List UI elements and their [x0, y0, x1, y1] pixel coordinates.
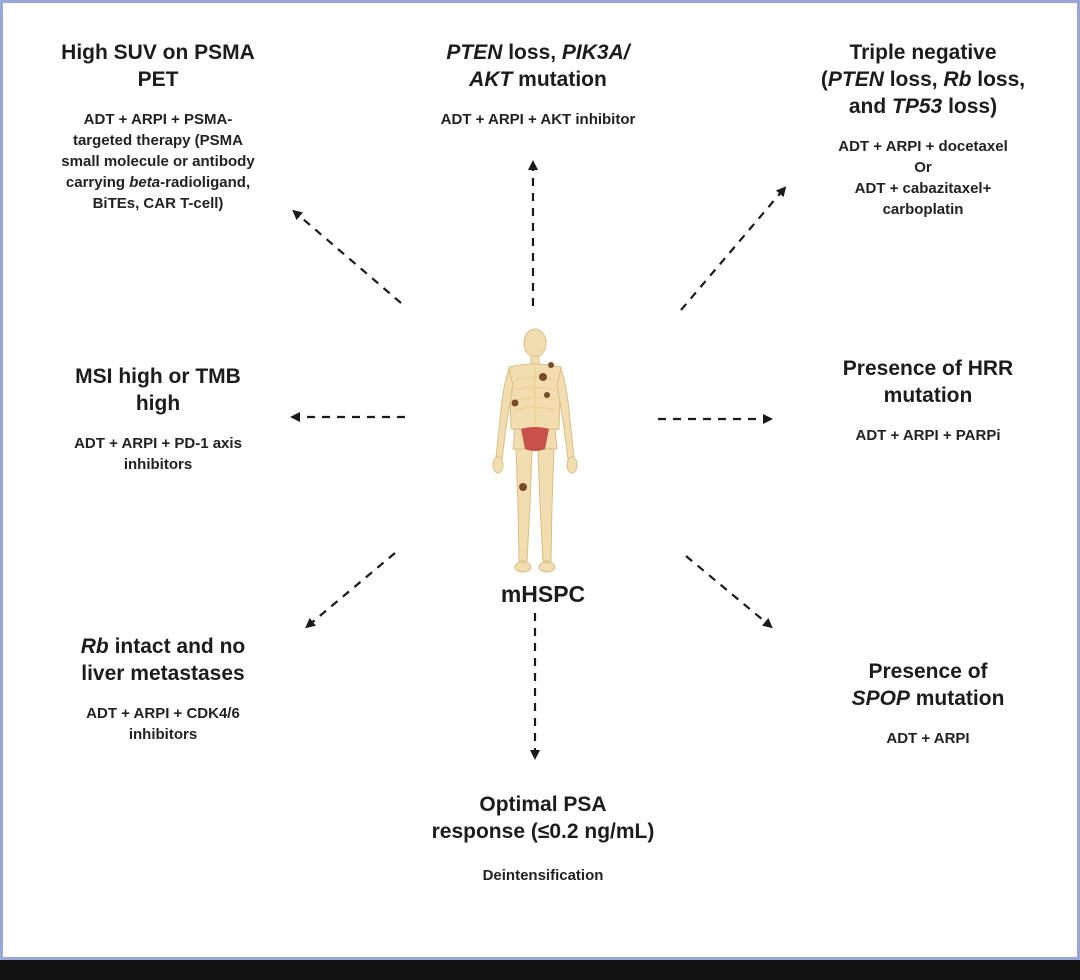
node-triple-t2d: Rb [943, 68, 972, 91]
node-msi-treatment: ADT + ARPI + PD-1 axis inhibitors [23, 433, 293, 475]
node-msi-treatment-line1: ADT + ARPI + PD-1 axis [74, 435, 242, 452]
node-triple-title-line1: Triple negative [849, 41, 997, 64]
node-rb-title-a: Rb [80, 635, 109, 658]
node-msi-treatment-line2: inhibitors [123, 456, 193, 473]
node-triple-treatment-line4: carboplatin [882, 201, 964, 218]
node-triple-treatment-line2: Or [914, 159, 932, 176]
node-spop-title-a: SPOP [851, 687, 910, 710]
node-psa-treatment: Deintensification [482, 867, 604, 884]
node-psma-title-line2: PET [137, 68, 179, 91]
node-msi: MSI high or TMB high ADT + ARPI + PD-1 a… [23, 363, 293, 475]
node-rb-treatment: ADT + ARPI + CDK4/6 inhibitors [33, 703, 293, 745]
node-msi-title-line1: MSI high or TMB [75, 365, 241, 388]
node-psma-treatment: ADT + ARPI + PSMA- targeted therapy (PSM… [23, 109, 293, 214]
node-hrr-title: Presence of HRR mutation [788, 355, 1068, 409]
node-pten-treatment: ADT + ARPI + AKT inhibitor [440, 111, 636, 128]
node-triple-t2c: loss, [883, 68, 944, 91]
node-psa-title-line1: Optimal PSA [479, 793, 607, 816]
node-msi-title-line2: high [135, 392, 181, 415]
node-psma-title-line1: High SUV on PSMA [61, 41, 255, 64]
diagram-frame: mHSPC High SUV on PSMA PET ADT + ARPI + … [0, 0, 1080, 960]
node-psma-treatment-line4c: -radioligand, [160, 174, 251, 191]
node-psma-treatment-line5: BiTEs, CAR T-cell) [92, 195, 224, 212]
center-label: mHSPC [500, 581, 586, 607]
arrow-to-triple [680, 186, 787, 311]
node-psma-treatment-line4b: beta [129, 174, 161, 191]
node-psma-treatment-line3: small molecule or antibody [61, 153, 255, 170]
node-hrr-treatment: ADT + ARPI + PARPi [855, 427, 1001, 444]
node-rb: Rb intact and no liver metastases ADT + … [33, 633, 293, 745]
node-msi-title: MSI high or TMB high [23, 363, 293, 417]
node-triple-t3c: loss) [942, 95, 998, 118]
node-spop-title: Presence of SPOP mutation [793, 658, 1063, 712]
node-triple-t2a: ( [820, 68, 828, 91]
node-psma-treatment-line2: targeted therapy (PSMA [72, 132, 244, 149]
node-triple-t3b: TP53 [892, 95, 943, 118]
node-triple-t3a: and [848, 95, 893, 118]
node-spop-title-line1: Presence of [868, 660, 988, 683]
node-spop-title-b: mutation [909, 687, 1005, 710]
node-rb-title-line2: liver metastases [81, 662, 245, 685]
node-psa-title-line2: response (≤0.2 ng/mL) [431, 820, 655, 843]
node-rb-treatment-line2: inhibitors [128, 726, 198, 743]
node-pten-title-d: AKT [469, 68, 513, 91]
node-psa: Optimal PSA response (≤0.2 ng/mL) Deinte… [393, 791, 693, 886]
node-hrr: Presence of HRR mutation ADT + ARPI + PA… [788, 355, 1068, 446]
node-psma-title: High SUV on PSMA PET [23, 39, 293, 93]
arrow-to-psma [292, 209, 402, 304]
node-pten-title: PTEN loss, PIK3A/ AKT mutation [393, 39, 683, 93]
node-pten-title-c: PIK3A/ [561, 41, 630, 64]
node-psma-treatment-line4a: carrying [65, 174, 130, 191]
node-triple-negative: Triple negative (PTEN loss, Rb loss, and… [778, 39, 1068, 220]
arrow-to-spop [685, 555, 773, 629]
arrows-layer [290, 160, 787, 760]
arrow-to-rb [305, 552, 396, 629]
node-hrr-title-line1: Presence of HRR [842, 357, 1014, 380]
node-rb-title-b: intact and no [108, 635, 246, 658]
node-triple-title: Triple negative (PTEN loss, Rb loss, and… [778, 39, 1068, 120]
node-pten-title-a: PTEN [446, 41, 503, 64]
node-triple-t2e: loss, [971, 68, 1026, 91]
node-rb-treatment-line1: ADT + ARPI + CDK4/6 [86, 705, 240, 722]
node-spop: Presence of SPOP mutation ADT + ARPI [793, 658, 1063, 749]
node-pten: PTEN loss, PIK3A/ AKT mutation ADT + ARP… [393, 39, 683, 130]
node-hrr-title-line2: mutation [883, 384, 973, 407]
node-pten-title-e: mutation [512, 68, 607, 91]
node-triple-t2b: PTEN [827, 68, 884, 91]
node-psa-title: Optimal PSA response (≤0.2 ng/mL) [393, 791, 693, 845]
node-rb-title: Rb intact and no liver metastases [33, 633, 293, 687]
node-psma-treatment-line1: ADT + ARPI + PSMA- [83, 111, 233, 128]
node-triple-treatment: ADT + ARPI + docetaxel Or ADT + cabazita… [778, 136, 1068, 220]
node-psma: High SUV on PSMA PET ADT + ARPI + PSMA- … [23, 39, 293, 214]
node-spop-treatment: ADT + ARPI [886, 730, 970, 747]
human-skeleton-icon [492, 328, 578, 573]
node-triple-treatment-line1: ADT + ARPI + docetaxel [838, 138, 1008, 155]
node-pten-title-b: loss, [502, 41, 562, 64]
node-triple-treatment-line3: ADT + cabazitaxel+ [854, 180, 992, 197]
